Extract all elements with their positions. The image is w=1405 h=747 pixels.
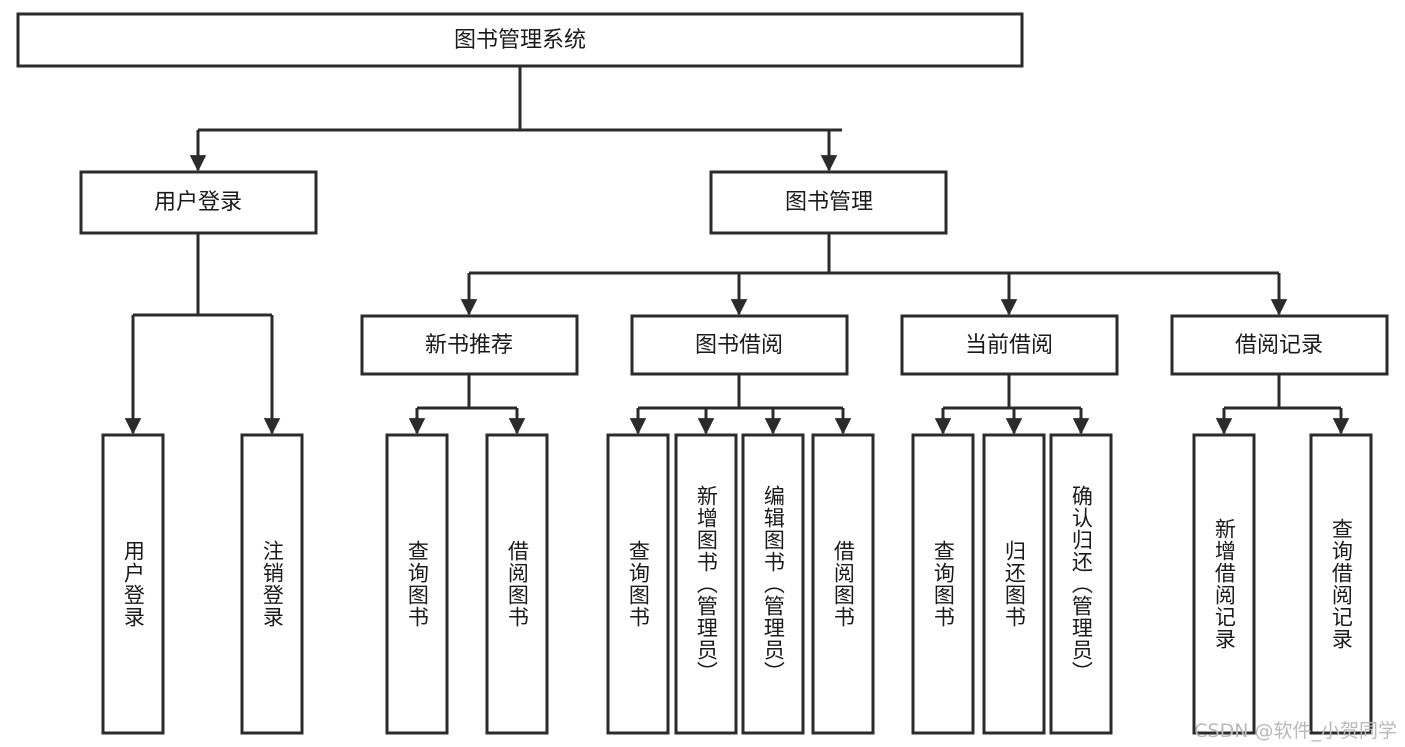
node-borrow-record-label: 借阅记录 — [1235, 333, 1323, 358]
leaf-current-borrow-2[interactable] — [982, 433, 1046, 735]
leaf-borrow-record-1[interactable] — [1192, 433, 1256, 735]
node-new-book-recommend-label: 新书推荐 — [425, 333, 513, 358]
leaf-new-book-2[interactable] — [485, 433, 549, 735]
node-book-management-label: 图书管理 — [785, 190, 873, 215]
node-root[interactable] — [16, 12, 1024, 68]
node-current-borrow[interactable] — [900, 314, 1119, 376]
leaf-current-borrow-3[interactable] — [1049, 433, 1113, 735]
leaf-current-borrow-1[interactable] — [911, 433, 975, 735]
node-new-book-recommend[interactable] — [360, 314, 579, 376]
node-book-management[interactable] — [709, 170, 948, 235]
node-root-label: 图书管理系统 — [454, 28, 586, 53]
leaf-borrow-record-2[interactable] — [1309, 433, 1373, 735]
leaf-book-borrow-4[interactable] — [811, 433, 875, 735]
watermark-text: CSDN @软件_小贺同学 — [1194, 720, 1397, 742]
node-book-borrow-label: 图书借阅 — [695, 333, 783, 358]
leaf-book-borrow-2[interactable] — [674, 433, 738, 735]
leaf-new-book-1[interactable] — [385, 433, 449, 735]
leaf-user-login-2[interactable] — [240, 433, 304, 735]
leaf-book-borrow-3[interactable] — [741, 433, 805, 735]
node-user-login-label: 用户登录 — [154, 190, 242, 215]
node-current-borrow-label: 当前借阅 — [965, 333, 1053, 358]
leaf-book-borrow-1[interactable] — [606, 433, 670, 735]
node-user-login[interactable] — [79, 170, 318, 235]
node-borrow-record[interactable] — [1170, 314, 1389, 376]
leaf-user-login-1[interactable] — [101, 433, 165, 735]
node-book-borrow[interactable] — [630, 314, 849, 376]
